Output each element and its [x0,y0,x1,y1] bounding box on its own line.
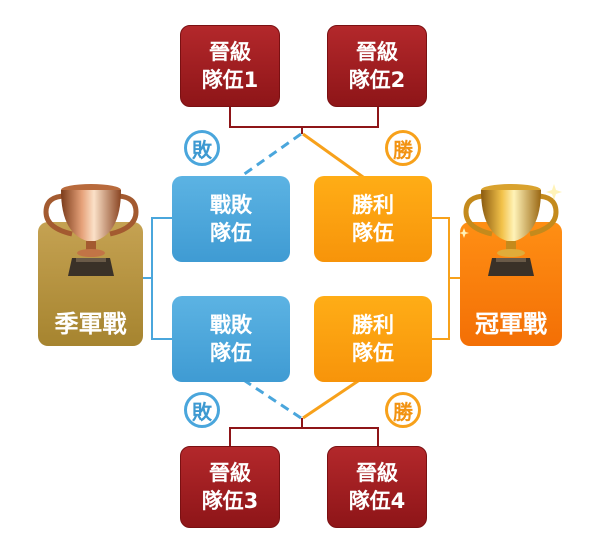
qualifier-team-1: 晉級 隊伍1 [180,25,280,107]
qualifier-team-4: 晉級 隊伍4 [327,446,427,528]
lose-marker-text: 敗 [192,137,212,162]
lose-marker-top: 敗 [184,130,220,166]
top-connector [229,107,379,128]
qualifier-line1: 晉級 [356,461,398,485]
winner-line1: 勝利 [352,193,394,217]
top-win-path [302,132,371,184]
gold-trophy-icon [459,184,562,276]
win-marker-bottom: 勝 [385,392,421,428]
loser-line1: 戰敗 [210,193,252,217]
qualifier-line2: 隊伍4 [348,489,406,513]
qualifier-line2: 隊伍2 [348,68,406,92]
top-lose-path [232,132,302,184]
qualifier-line2: 隊伍3 [201,489,259,513]
winner-line2: 隊伍 [352,221,394,245]
qualifier-line1: 晉級 [209,40,251,64]
win-marker-text: 勝 [393,399,413,424]
final-connector [432,217,450,340]
loser-line2: 隊伍 [210,341,252,365]
winner-team-bottom: 勝利 隊伍 [314,296,432,382]
lose-marker-bottom: 敗 [184,392,220,428]
third-place-label: 季軍戰 [54,310,127,338]
qualifier-team-3: 晉級 隊伍3 [180,446,280,528]
bronze-trophy-icon [43,184,139,276]
loser-line1: 戰敗 [210,313,252,337]
loser-line2: 隊伍 [210,221,252,245]
bottom-connector [229,427,379,446]
lose-marker-text: 敗 [192,399,212,424]
loser-team-top: 戰敗 隊伍 [172,176,290,262]
winner-line1: 勝利 [352,313,394,337]
final-label: 冠軍戰 [475,310,547,338]
win-marker-top: 勝 [385,130,421,166]
loser-team-bottom: 戰敗 隊伍 [172,296,290,382]
qualifier-line1: 晉級 [356,40,398,64]
qualifier-line1: 晉級 [209,461,251,485]
win-marker-text: 勝 [393,137,413,162]
qualifier-team-2: 晉級 隊伍2 [327,25,427,107]
third-place-connector [151,217,172,340]
winner-line2: 隊伍 [352,341,394,365]
qualifier-line2: 隊伍1 [201,68,259,92]
winner-team-top: 勝利 隊伍 [314,176,432,262]
